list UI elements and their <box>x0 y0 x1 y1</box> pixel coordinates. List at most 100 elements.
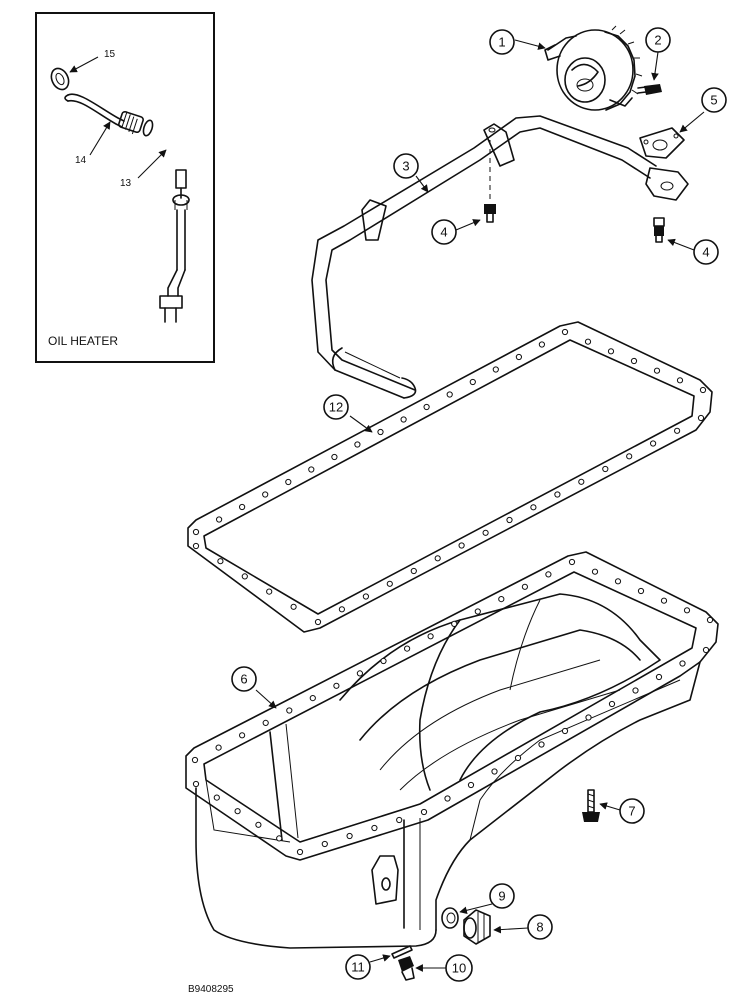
bolt-hole <box>607 348 615 355</box>
bolt-hole <box>469 378 476 386</box>
callout-4b: 4 <box>667 238 719 265</box>
bolt-hole <box>561 328 569 336</box>
washer-15 <box>50 67 70 91</box>
callout-10: 10 <box>415 954 473 982</box>
bolt-hole <box>239 503 246 511</box>
bolt-hole <box>216 516 223 523</box>
callout-3: 3 <box>393 153 429 193</box>
bolt-hole <box>676 377 684 384</box>
callout-9-text: 9 <box>498 889 505 904</box>
callout-12-text: 12 <box>329 400 343 415</box>
bolt-hole <box>474 608 481 615</box>
callout-8-text: 8 <box>536 920 543 935</box>
bolt-4a <box>484 204 496 223</box>
bolt-hole <box>626 453 633 460</box>
bolt-hole <box>276 835 283 842</box>
bolt-hole <box>554 491 561 498</box>
bolt-hole <box>506 516 513 524</box>
plug-10 <box>398 956 415 981</box>
callout-2: 2 <box>645 27 671 81</box>
callout-11-text: 11 <box>351 960 365 975</box>
bolt-hole <box>213 794 220 801</box>
callout-11: 11 <box>345 954 391 980</box>
bolt-hole <box>239 732 246 739</box>
bolt-hole <box>637 587 645 595</box>
bolt-hole <box>400 416 407 423</box>
bolt-hole <box>266 588 273 595</box>
drain-plug-8 <box>463 909 491 945</box>
bolt-hole <box>578 478 585 485</box>
bolt-hole <box>255 821 262 828</box>
bolt-hole <box>446 391 453 398</box>
bolt-hole <box>491 768 498 775</box>
bolt-hole <box>377 428 384 436</box>
oil-pan-6 <box>185 551 719 949</box>
gasket-5 <box>639 127 685 159</box>
inset-callout-14-text: 14 <box>75 155 87 166</box>
bolt-hole <box>591 568 599 575</box>
bolt-hole <box>286 707 293 714</box>
bolt-hole <box>467 781 475 789</box>
inset-callout-15: 15 <box>69 49 116 73</box>
callout-3-text: 3 <box>402 159 409 174</box>
bolt-hole <box>192 528 200 536</box>
inset-callout-14: 14 <box>75 121 111 166</box>
bolt-hole <box>262 719 269 727</box>
bolt-hole <box>608 700 616 708</box>
bolt-hole <box>458 542 465 549</box>
bolt-hole <box>585 714 592 721</box>
callout-5: 5 <box>679 87 727 133</box>
bolt-hole <box>354 441 361 448</box>
bolt-hole <box>492 366 499 373</box>
inset-callout-13-text: 13 <box>120 178 132 189</box>
bolt-hole <box>234 808 241 815</box>
bolt-hole <box>404 645 411 652</box>
callout-2-text: 2 <box>654 33 661 48</box>
bolt-hole <box>538 741 545 748</box>
bolt-hole <box>650 440 657 447</box>
bolt-hole <box>630 357 638 365</box>
bolt-hole <box>215 744 222 751</box>
bolt-hole <box>674 427 681 434</box>
bolt-hole <box>331 453 338 461</box>
bolt-hole <box>632 687 639 694</box>
bolt-hole <box>371 824 378 832</box>
bolt-7 <box>582 789 600 822</box>
bolt-hole <box>451 620 458 628</box>
bolt-hole <box>191 756 199 764</box>
bolt-hole <box>561 727 569 735</box>
callout-9: 9 <box>459 883 515 915</box>
callout-7-text: 7 <box>628 804 635 819</box>
callout-1: 1 <box>489 29 546 55</box>
bolt-hole <box>420 808 428 816</box>
bolt-hole <box>568 558 576 566</box>
bolt-hole <box>427 633 434 640</box>
bolt-hole <box>309 695 316 702</box>
bolt-hole <box>262 491 269 498</box>
callout-4a: 4 <box>431 219 481 245</box>
bolt-hole <box>241 573 248 580</box>
bolt-hole <box>699 386 707 394</box>
suction-tube-3 <box>311 115 689 399</box>
bolt-hole <box>285 478 292 486</box>
bolt-hole <box>444 795 451 802</box>
callout-1-text: 1 <box>498 35 505 50</box>
callout-6-text: 6 <box>240 672 247 687</box>
heater-cord-13 <box>157 132 190 323</box>
bolt-hole <box>521 583 529 590</box>
heater-element-14 <box>64 93 154 137</box>
bolt-hole <box>362 593 369 600</box>
bolt-hole <box>217 558 224 565</box>
bolt-hole <box>321 840 328 848</box>
figure-code: B9408295 <box>188 984 234 995</box>
inset-title: OIL HEATER <box>48 334 118 348</box>
callout-4a-text: 4 <box>440 225 447 240</box>
bolt-hole <box>660 597 668 604</box>
bolt-hole <box>396 816 403 824</box>
bolt-hole <box>653 367 661 374</box>
callout-8: 8 <box>493 914 553 940</box>
oil-heater-inset: OIL HEATER 1 <box>35 12 215 363</box>
bolt-hole <box>482 529 489 536</box>
bolt-hole <box>434 555 441 562</box>
